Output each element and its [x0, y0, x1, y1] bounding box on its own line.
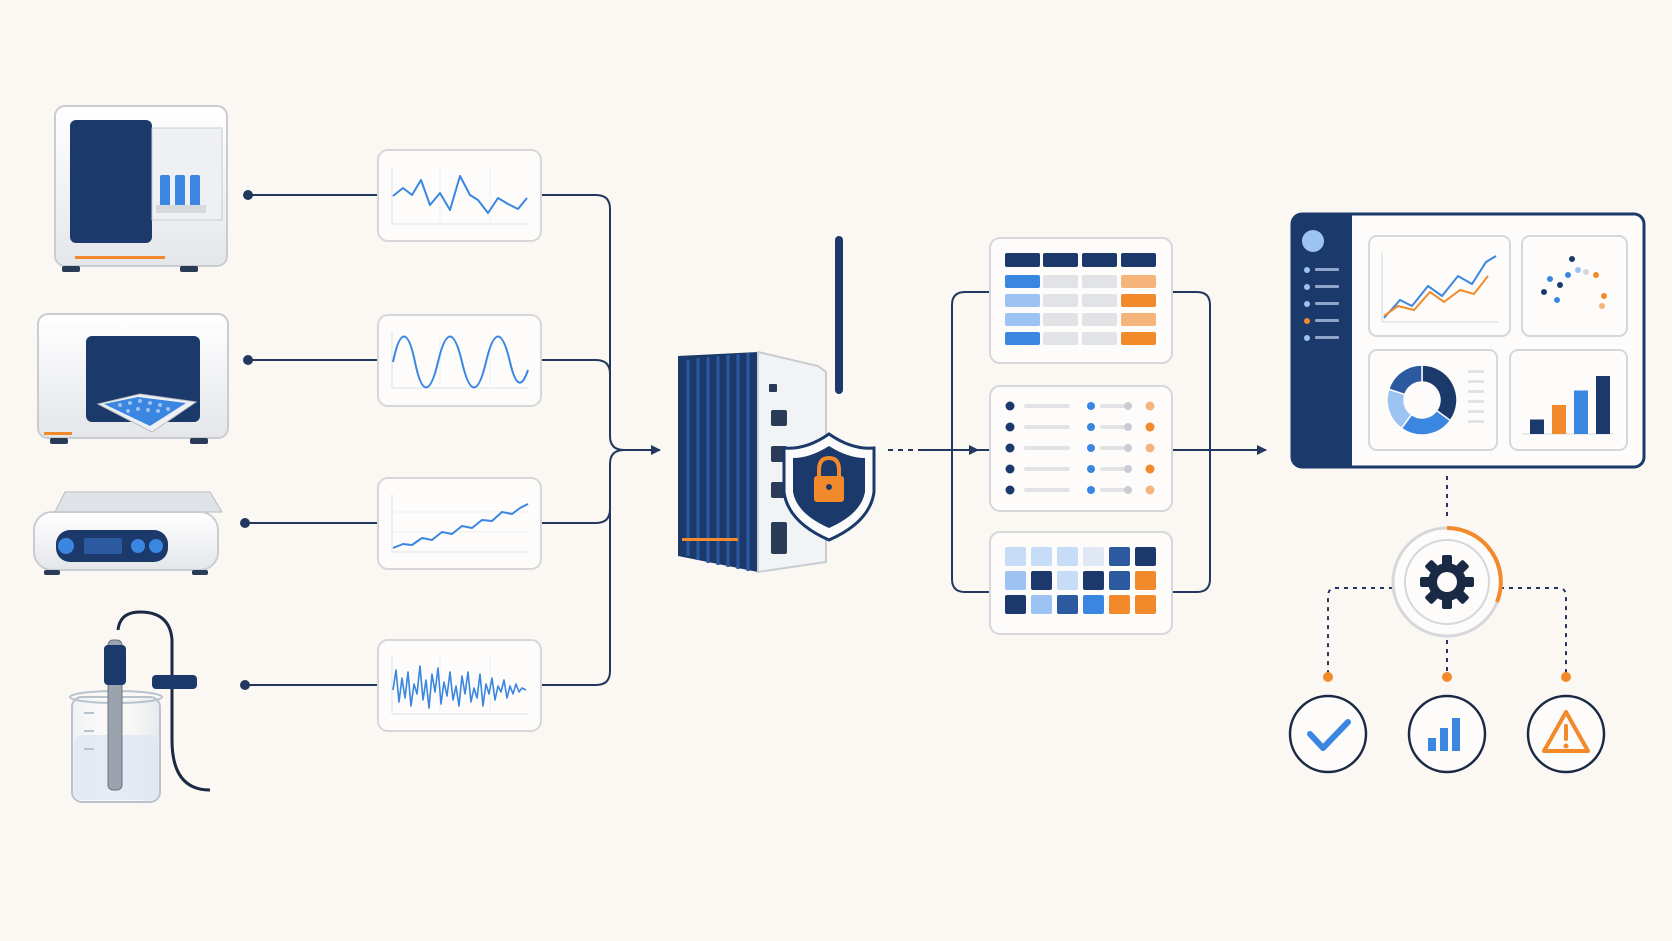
- dashboard-bar: [1596, 376, 1610, 434]
- gateway-to-data-connector: [888, 291, 1267, 593]
- irregular-wave: [392, 175, 528, 214]
- table-icon: [989, 237, 1173, 364]
- sample-analyzer-icon: [54, 105, 228, 272]
- outcome-connectors: [1327, 476, 1567, 674]
- signal-card: [377, 639, 542, 732]
- donut-segment: [1387, 364, 1423, 396]
- signal-card: [377, 149, 542, 242]
- dashboard-icon: [1290, 212, 1646, 469]
- merge-connectors: [541, 194, 661, 686]
- signal-card: [377, 477, 542, 570]
- sine-wave: [392, 335, 529, 389]
- dashboard-bar: [1552, 405, 1566, 434]
- dashboard-bar: [1574, 390, 1588, 434]
- shield-lock-icon: [782, 432, 876, 542]
- warning-icon: [1526, 694, 1606, 774]
- lab-scale-icon: [33, 491, 223, 575]
- list-icon: [989, 385, 1173, 512]
- noisy-signal: [392, 665, 527, 709]
- checkmark-icon: [1288, 694, 1368, 774]
- bar-chart-icon: [1407, 694, 1487, 774]
- heatmap-icon: [989, 531, 1173, 635]
- instrument-connectors: [240, 190, 378, 690]
- rising-trend: [392, 503, 529, 549]
- signal-card: [377, 314, 542, 407]
- plate-reader-icon: [37, 313, 229, 444]
- probe-sensor-icon: [69, 610, 211, 803]
- settings-gear-icon: [1391, 526, 1503, 638]
- dashboard-bar: [1530, 419, 1544, 434]
